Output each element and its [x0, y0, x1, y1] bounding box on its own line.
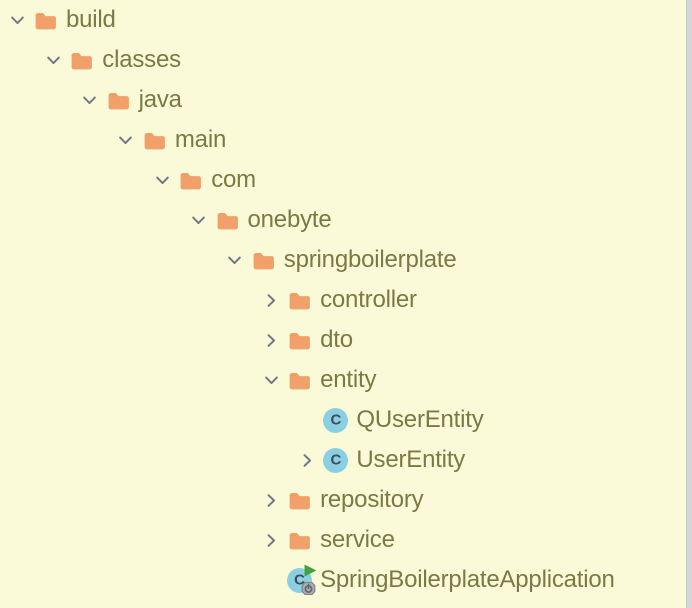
tree-row-service[interactable]: service: [0, 520, 685, 560]
tree-item-label: classes: [102, 46, 181, 73]
chevron-down-icon[interactable]: [80, 90, 100, 110]
tree-row-classes[interactable]: classes: [0, 40, 685, 80]
folder-icon: [287, 488, 312, 513]
run-triangle-icon: [304, 564, 317, 577]
folder-icon: [287, 368, 312, 393]
project-file-tree: build classes java main com onebyte spri…: [0, 0, 685, 600]
tree-row-springboilerplateapplication[interactable]: C SpringBoilerplateApplication: [0, 560, 685, 600]
scrollbar-track[interactable]: [686, 0, 692, 608]
tree-row-controller[interactable]: controller: [0, 280, 685, 320]
tree-item-label: UserEntity: [356, 446, 466, 473]
tree-row-quserentity[interactable]: C QUserEntity: [0, 400, 685, 440]
class-icon: C: [323, 407, 349, 433]
chevron-right-icon[interactable]: [261, 530, 281, 550]
chevron-down-icon[interactable]: [225, 250, 245, 270]
folder-icon: [215, 208, 240, 233]
folder-icon: [287, 528, 312, 553]
tree-row-springboilerplate[interactable]: springboilerplate: [0, 240, 685, 280]
folder-icon: [142, 128, 167, 153]
tree-item-label: SpringBoilerplateApplication: [320, 566, 615, 593]
chevron-down-icon[interactable]: [7, 10, 27, 30]
chevron-down-icon[interactable]: [43, 50, 63, 70]
tree-row-userentity[interactable]: C UserEntity: [0, 440, 685, 480]
tree-row-repository[interactable]: repository: [0, 480, 685, 520]
power-badge-icon: [301, 581, 316, 596]
tree-item-label: service: [320, 526, 395, 553]
tree-item-label: java: [138, 86, 182, 113]
tree-item-label: controller: [320, 286, 417, 313]
folder-icon: [106, 88, 131, 113]
chevron-right-icon[interactable]: [297, 450, 317, 470]
runnable-class-icon: C: [287, 568, 312, 593]
tree-row-dto[interactable]: dto: [0, 320, 685, 360]
tree-item-label: QUserEntity: [356, 406, 484, 433]
tree-item-label: dto: [320, 326, 353, 353]
chevron-down-icon[interactable]: [116, 130, 136, 150]
tree-row-entity[interactable]: entity: [0, 360, 685, 400]
chevron-right-icon[interactable]: [261, 490, 281, 510]
tree-row-java[interactable]: java: [0, 80, 685, 120]
folder-icon: [178, 168, 203, 193]
chevron-down-icon[interactable]: [189, 210, 209, 230]
tree-item-label: entity: [320, 366, 377, 393]
tree-row-com[interactable]: com: [0, 160, 685, 200]
tree-row-build[interactable]: build: [0, 0, 685, 40]
chevron-down-icon[interactable]: [152, 170, 172, 190]
class-icon: C: [323, 447, 349, 473]
tree-item-label: repository: [320, 486, 424, 513]
tree-row-main[interactable]: main: [0, 120, 685, 160]
tree-item-label: build: [66, 6, 116, 33]
folder-icon: [287, 288, 312, 313]
folder-icon: [287, 328, 312, 353]
chevron-spacer: [297, 410, 317, 430]
chevron-down-icon[interactable]: [261, 370, 281, 390]
chevron-right-icon[interactable]: [261, 330, 281, 350]
tree-item-label: com: [211, 166, 256, 193]
tree-item-label: onebyte: [247, 206, 332, 233]
folder-icon: [251, 248, 276, 273]
folder-icon: [69, 48, 94, 73]
tree-item-label: springboilerplate: [283, 246, 457, 273]
chevron-right-icon[interactable]: [261, 290, 281, 310]
tree-row-onebyte[interactable]: onebyte: [0, 200, 685, 240]
tree-item-label: main: [174, 126, 227, 153]
folder-icon: [33, 8, 58, 33]
